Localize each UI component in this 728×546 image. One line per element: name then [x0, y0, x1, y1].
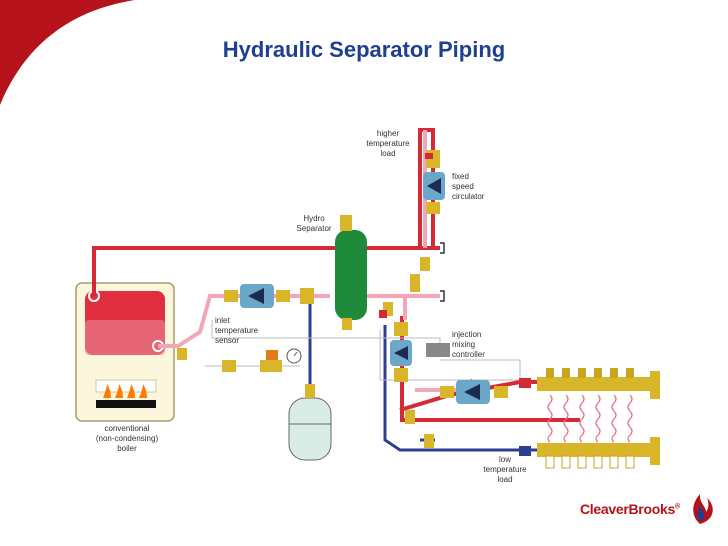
fill-valve-assembly: [222, 350, 282, 372]
valve-icons: [177, 257, 434, 448]
boiler-circulator-pump: [224, 284, 290, 308]
injection-controller-box: [426, 343, 450, 357]
label-hydro-separator: Hydro Separator: [296, 214, 332, 233]
label-fixed-speed-circulator: fixed speed circulator: [452, 172, 485, 201]
corner-swoosh: [0, 0, 135, 105]
slide-title: Hydraulic Separator Piping: [222, 37, 506, 62]
low-temp-circulator-pump: [440, 380, 508, 404]
hydraulic-separator: [335, 215, 367, 330]
burner-flame-icons: [103, 384, 147, 398]
radiant-loops: [547, 394, 633, 443]
boiler: [75, 282, 175, 422]
label-low-temperature-load: low temperature load: [483, 455, 527, 484]
label-conventional-boiler: conventional (non-condensing) boiler: [95, 424, 159, 453]
return-manifold: [537, 437, 660, 469]
red-valve-handles: [379, 153, 531, 388]
expansion-tank: [288, 370, 332, 461]
fixed-speed-circulator: [423, 150, 445, 214]
injection-pump: [390, 322, 412, 382]
logo-text: CleaverBrooks: [580, 501, 675, 517]
pipe-caps: [440, 242, 445, 302]
supply-manifold: [537, 368, 660, 399]
blue-valve-handles: [519, 446, 531, 456]
label-inlet-temperature-sensor: inlet temperature sensor: [215, 316, 259, 345]
cleaverbrooks-logo: CleaverBrooks®: [580, 501, 680, 517]
label-injection-mixing-controller: injection mixing controller: [452, 330, 485, 359]
cleaverbrooks-flame-icon: [693, 494, 713, 524]
logo-mark: ®: [674, 503, 680, 511]
pressure-gauge-icon: [286, 348, 302, 364]
label-higher-temperature-load: higher temperature load: [366, 129, 410, 158]
